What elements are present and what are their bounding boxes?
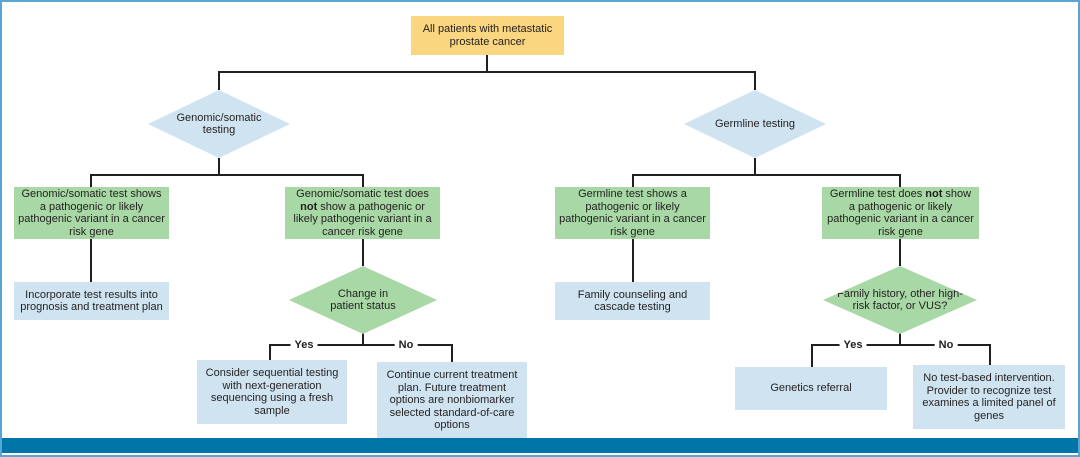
connector-line xyxy=(362,239,364,266)
branch-label-no: No xyxy=(934,339,958,351)
outcome-genetics-referral: Genetics referral xyxy=(735,367,887,410)
decision-label: Germline testing xyxy=(714,117,796,130)
outcome-incorporate-results: Incorporate test results into prognosis … xyxy=(14,282,169,320)
outcome-label: Family counseling and cascade testing xyxy=(577,288,688,314)
result-label: Germline test does not show a pathogenic… xyxy=(822,186,979,240)
decision-label: Family history, other high-risk factor, … xyxy=(837,287,963,313)
decision-germline-testing: Germline testing xyxy=(684,90,826,158)
connector-line xyxy=(451,344,453,362)
result-text-not: not xyxy=(300,200,318,213)
decision-genomic-somatic-testing: Genomic/somatic testing xyxy=(148,90,290,158)
decision-label: Change in patient status xyxy=(330,287,396,313)
branch-label-no: No xyxy=(394,339,418,351)
root-node-all-patients: All patients with metastatic prostate ca… xyxy=(411,16,564,55)
decision-label: Genomic/somatic testing xyxy=(176,111,262,137)
branch-label-yes: Yes xyxy=(839,339,867,351)
outcome-label: Incorporate test results into prognosis … xyxy=(20,288,163,314)
footer-accent-bar xyxy=(2,438,1078,453)
outcome-label: Consider sequential testing with next-ge… xyxy=(205,367,339,417)
outcome-sequential-testing: Consider sequential testing with next-ge… xyxy=(197,360,347,424)
decision-family-history-vus: Family history, other high-risk factor, … xyxy=(823,266,977,334)
result-germline-positive: Germline test shows a pathogenic or like… xyxy=(555,187,710,239)
connector-line xyxy=(811,344,991,346)
connector-line xyxy=(989,344,991,365)
connector-line xyxy=(754,71,756,90)
connector-line xyxy=(218,71,220,90)
result-text-prefix: Germline test does xyxy=(829,188,926,200)
decision-change-in-patient-status: Change in patient status xyxy=(289,266,437,334)
connector-line xyxy=(269,344,271,360)
result-label: Genomic/somatic test does not show a pat… xyxy=(285,186,440,240)
result-label: Genomic/somatic test shows a pathogenic … xyxy=(18,188,165,238)
outcome-label: No test-based intervention. Provider to … xyxy=(922,372,1056,422)
connector-line xyxy=(269,344,453,346)
connector-line xyxy=(811,344,813,367)
result-text-suffix: show a pathogenic or likely pathogenic v… xyxy=(827,188,974,238)
result-text-not: not xyxy=(925,188,943,200)
connector-line xyxy=(362,333,364,345)
connector-line xyxy=(218,158,220,176)
outcome-no-test-based-intervention: No test-based intervention. Provider to … xyxy=(913,365,1065,429)
result-germline-negative: Germline test does not show a pathogenic… xyxy=(822,187,979,239)
connector-line xyxy=(899,174,901,187)
result-somatic-positive: Genomic/somatic test shows a pathogenic … xyxy=(14,187,169,239)
result-label: Germline test shows a pathogenic or like… xyxy=(559,188,706,238)
connector-line xyxy=(90,239,92,282)
outcome-family-counseling: Family counseling and cascade testing xyxy=(555,282,710,320)
outcome-label: Genetics referral xyxy=(770,382,852,395)
connector-line xyxy=(632,174,901,176)
connector-line xyxy=(362,174,364,187)
result-text-suffix: show a pathogenic or likely pathogenic v… xyxy=(293,200,432,238)
connector-line xyxy=(486,55,488,73)
connector-line xyxy=(899,333,901,345)
result-text-prefix: Genomic/somatic test does xyxy=(296,188,429,200)
connector-line xyxy=(632,174,634,187)
branch-label-yes: Yes xyxy=(290,339,318,351)
connector-line xyxy=(754,158,756,176)
connector-line xyxy=(899,239,901,266)
connector-line xyxy=(90,174,92,187)
root-node-label: All patients with metastatic prostate ca… xyxy=(422,23,553,48)
result-somatic-negative: Genomic/somatic test does not show a pat… xyxy=(285,187,440,239)
connector-line xyxy=(90,174,364,176)
outcome-continue-treatment: Continue current treatment plan. Future … xyxy=(377,362,527,439)
outcome-label: Continue current treatment plan. Future … xyxy=(386,369,518,432)
connector-line xyxy=(218,71,756,73)
connector-line xyxy=(632,239,634,282)
